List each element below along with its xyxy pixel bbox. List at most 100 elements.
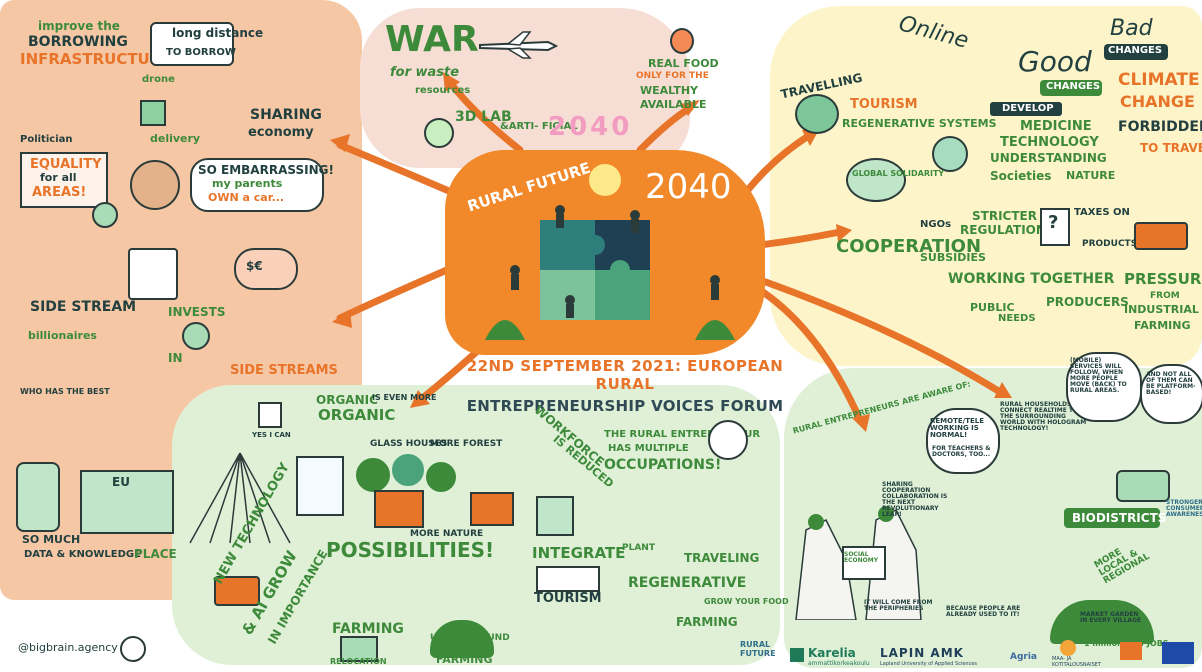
glass-houses-text: GLASS HOUSES [370,439,448,449]
climate-text: CLIMATE [1118,70,1200,90]
understanding-text: UNDERSTANDING [990,151,1107,165]
tourism-green-text: TOURISM [534,591,602,606]
yellow-panel [770,6,1202,366]
working-together-text: WORKING TOGETHER [948,271,1115,287]
flask-icon [424,118,454,148]
equality-text: EQUALITY [30,157,102,172]
sharing-text: SHARING [250,107,322,123]
cooperation-text: COOPERATION [836,236,982,257]
equality-sign [20,152,108,208]
3d-lab-text: 3D LAB [455,109,512,125]
piggy-text: $€ [246,259,263,273]
side-stream-text: SIDE STREAM [30,299,137,315]
producers-text: PRODUCERS [1046,295,1129,309]
mobile-services-text: (MOBILE) SERVICES WILL FOLLOW, WHEN MORE… [1070,357,1127,394]
real-food-text: REAL FOOD [648,57,719,70]
improve-the-text: improve the [38,19,120,33]
borrowing-text: BORROWING [28,34,128,50]
biodistricts-banner [1064,508,1160,528]
airplane-icon [479,31,558,59]
from-text: FROM [1150,291,1180,301]
bigbrain-logo-icon [120,636,146,662]
global-solidarity-badge [846,158,906,202]
hands-globe-icon [932,136,968,172]
lapin-amk-logo: LAPIN AMK [880,646,964,660]
underground-hill-icon [430,620,494,658]
forbidden-text: FORBIDDEN [1118,119,1202,135]
possibilities-text: POSSIBILITIES! [326,538,495,562]
arrow-up-left [446,78,524,154]
change-text: CHANGE [1120,92,1195,111]
platform-text: AND NOT ALL OF THEM CAN BE PLATFORM-BASE… [1146,371,1196,396]
mobile-services-bubble [1066,352,1142,422]
globe-icon [795,94,839,134]
arrow-right-mid [756,228,844,249]
stricter-text: STRICTER [972,209,1037,223]
house-sign [150,22,234,66]
for-all-text: for all [40,171,77,184]
so-much-text: SO MUCH [22,533,81,546]
platform-bubble [1140,364,1202,424]
biodistricts-text: BIODISTRICTS [1072,511,1167,525]
integrate-text: INTEGRATE [532,544,626,562]
multi-armed-person-icon [708,420,748,460]
arrow-down-right [756,286,864,424]
container-home-icon [470,492,514,526]
eu-map [80,470,174,534]
is-even-more-text: IS EVEN MORE [372,393,437,402]
remote-working-text: REMOTE/TELE WORKING IS NORMAL! [930,417,985,439]
social-economy-text: SOCIAL ECONOMY [844,551,879,564]
regenerative-systems-text: REGENERATIVE SYSTEMS [842,117,997,130]
invests-text: INVESTS [168,305,226,319]
rock-mountains [795,506,922,620]
economy-text: economy [248,125,314,140]
good-changes-banner [1040,80,1102,96]
subsidies-text: SUBSIDIES [920,251,986,264]
euro-coin-icon [92,202,118,228]
credit-text: @bigbrain.agency [18,641,118,654]
my-parents-text: my parents [212,177,283,190]
social-economy-sign [842,546,886,580]
in-text: IN [168,351,183,365]
agria-logo: Agria [1010,652,1038,662]
who-has-best-text: WHO HAS THE BEST [20,387,110,396]
pressure-text: PRESSURE [1124,270,1202,288]
place-text: PLACE [134,547,177,561]
teachers-doctors-text: FOR TEACHERS & DOCTORS, TOO... [932,445,991,458]
farming-text: FARMING [1134,319,1191,332]
headline-line-2: ENTREPRENEURSHIP VOICES FORUM [466,397,784,415]
regulations-text: REGULATIONS [960,223,1055,237]
underground-text: UNDERGROUND [430,633,510,643]
politician-text: Politician [20,134,73,145]
rural-entrepreneur-text: THE RURAL ENTREPRENEUR [604,429,761,440]
areas-text: AREAS! [32,185,87,200]
karelia-logo-icon [790,648,804,662]
factory-icon [536,496,574,536]
question-document-icon [1040,208,1070,246]
needs-text: NEEDS [998,313,1036,324]
apple-icon [670,28,694,54]
parcel-icon [140,100,166,126]
karelia-subtitle: ammattikorkeakoulu [808,660,870,667]
partner-logo-icon [1120,642,1142,660]
societies-text: Societies [990,169,1052,183]
glass-house-icon [296,456,344,516]
long-distance-text: long distance [172,26,264,40]
only-for-the-text: ONLY FOR THE [636,71,709,81]
artificial-text: &ARTI- FICIAL [500,121,578,132]
maa-logo-icon [1060,640,1076,656]
organic-2-text: ORGANIC [318,406,396,424]
plant-text: PLANT [622,543,655,553]
farming-2-text: FARMING [332,621,404,637]
wealthy-text: WEALTHY [640,84,699,97]
good-text: Good [1018,45,1092,78]
karelia-logo: Karelia [808,646,856,660]
relocation-text: RELOCATION [330,657,387,666]
cabin-icon [374,490,424,528]
lapin-subtitle: Lapland University of Applied Sciences [880,661,978,667]
war-text: WAR [385,19,479,60]
side-streams-text: SIDE STREAMS [230,363,338,378]
because-people-text: BECAUSE PEOPLE ARE ALREADY USED TO IT! [946,605,1021,618]
develop-banner [990,102,1062,116]
tree-icon-3 [426,462,456,492]
